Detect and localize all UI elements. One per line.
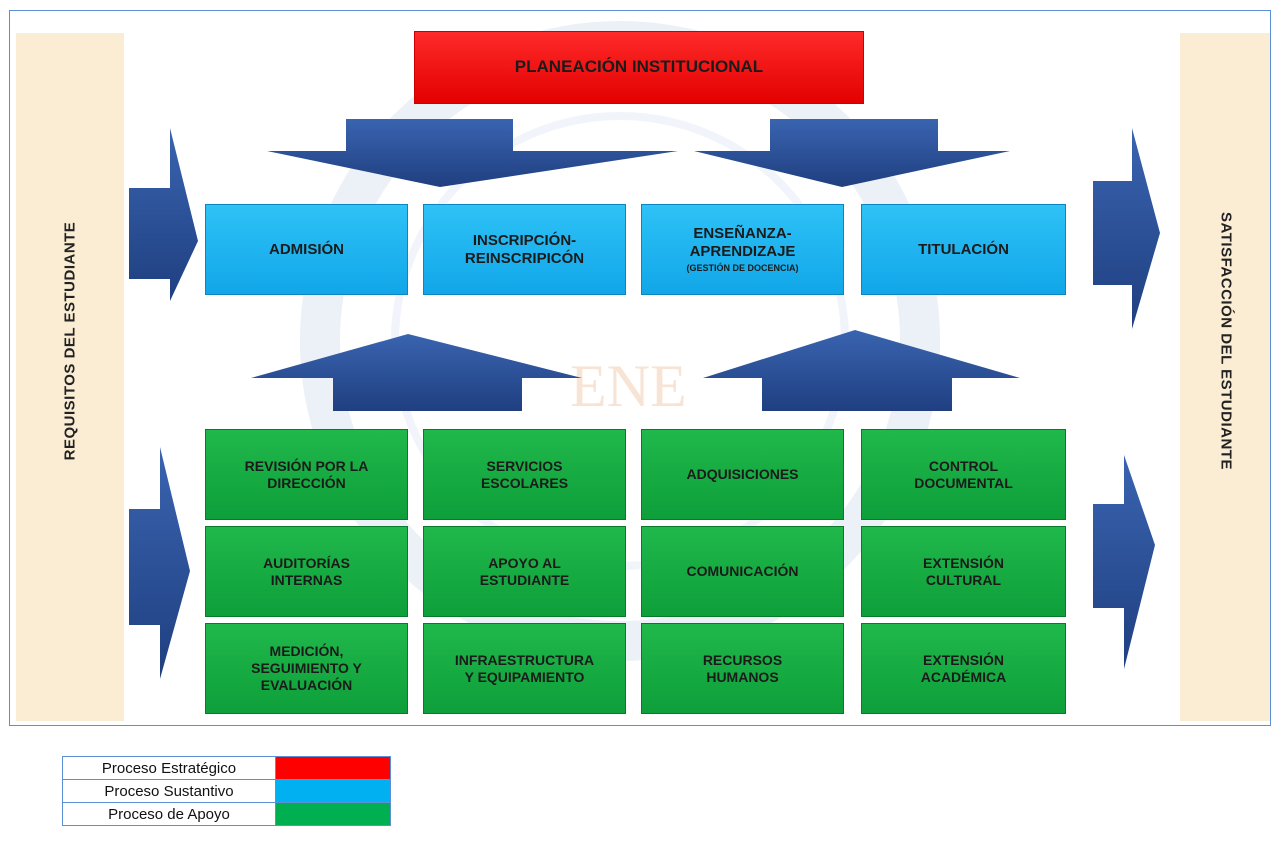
legend-row: Proceso Sustantivo: [62, 779, 391, 803]
process-substantive-inscripcion: INSCRIPCIÓN- REINSCRIPICÓN: [423, 204, 626, 295]
process-label: EXTENSIÓN: [923, 554, 1004, 571]
legend-swatch-strategic: [275, 756, 391, 780]
process-label: REVISIÓN POR LA: [244, 457, 369, 474]
legend-swatch-support: [275, 802, 391, 826]
process-label-line2: CULTURAL: [925, 571, 1002, 588]
process-label-line2: Y EQUIPAMIENTO: [464, 668, 585, 685]
strategic-label: PLANEACIÓN INSTITUCIONAL: [514, 57, 764, 77]
process-support-auditorias: AUDITORÍAS INTERNAS: [205, 526, 408, 617]
process-support-ext-cultural: EXTENSIÓN CULTURAL: [861, 526, 1066, 617]
up-arrow-right: [703, 330, 1020, 411]
process-support-adquisiciones: ADQUISICIONES: [641, 429, 844, 520]
process-substantive-titulacion: TITULACIÓN: [861, 204, 1066, 295]
process-note: (GESTIÓN DE DOCENCIA): [686, 263, 799, 274]
process-label: MEDICIÓN,: [269, 643, 344, 660]
process-substantive-admision: ADMISIÓN: [205, 204, 408, 295]
legend-row: Proceso Estratégico: [62, 756, 391, 780]
process-label: ADMISIÓN: [269, 240, 344, 258]
process-support-medicion: MEDICIÓN, SEGUIMIENTO Y EVALUACIÓN: [205, 623, 408, 714]
legend-table: Proceso Estratégico Proceso Sustantivo P…: [62, 756, 391, 826]
legend-swatch-substantive: [275, 779, 391, 803]
process-label-line2: SEGUIMIENTO Y: [251, 660, 362, 677]
process-substantive-ensenanza: ENSEÑANZA- APRENDIZAJE (GESTIÓN DE DOCEN…: [641, 204, 844, 295]
process-label: SERVICIOS: [486, 457, 563, 474]
watermark-letters: ENE: [570, 353, 687, 419]
up-arrow-left: [251, 334, 582, 411]
process-label: TITULACIÓN: [918, 240, 1009, 258]
left-side-panel: [16, 33, 124, 721]
process-label: EXTENSIÓN: [923, 651, 1004, 668]
process-label-line2: APRENDIZAJE: [689, 243, 796, 261]
process-label-line2: ESCOLARES: [480, 474, 569, 491]
process-label: COMUNICACIÓN: [686, 563, 799, 580]
process-support-control: CONTROL DOCUMENTAL: [861, 429, 1066, 520]
legend-label: Proceso de Apoyo: [62, 802, 276, 826]
process-label-line2: ESTUDIANTE: [479, 571, 570, 588]
process-label: CONTROL: [928, 457, 999, 474]
process-label: INSCRIPCIÓN-: [472, 231, 577, 249]
flow-arrows: [129, 119, 1160, 679]
process-support-ext-academica: EXTENSIÓN ACADÉMICA: [861, 623, 1066, 714]
down-arrow-right: [694, 119, 1010, 187]
process-support-infraestructura: INFRAESTRUCTURA Y EQUIPAMIENTO: [423, 623, 626, 714]
process-label-line2: HUMANOS: [706, 668, 779, 685]
process-label: RECURSOS: [702, 651, 783, 668]
legend-label: Proceso Estratégico: [62, 756, 276, 780]
process-label: ENSEÑANZA-: [693, 225, 792, 243]
process-label: AUDITORÍAS: [263, 554, 350, 571]
down-arrow-left: [267, 119, 678, 187]
process-support-servicios: SERVICIOS ESCOLARES: [423, 429, 626, 520]
right-side-panel: [1180, 33, 1270, 721]
process-label-line2: ACADÉMICA: [920, 668, 1007, 685]
process-label-line2: DOCUMENTAL: [914, 474, 1013, 491]
process-label-line3: EVALUACIÓN: [260, 676, 353, 693]
process-label-line2: INTERNAS: [270, 571, 343, 588]
process-map-frame: ENE REQUISITOS DEL ESTUDIANTE SATISFACCI…: [9, 10, 1271, 726]
process-label: APOYO AL: [488, 554, 561, 571]
process-label-line2: DIRECCIÓN: [267, 474, 346, 491]
left-arrow-top: [129, 128, 198, 301]
legend-label: Proceso Sustantivo: [62, 779, 276, 803]
process-label: ADQUISICIONES: [686, 466, 799, 483]
process-label-line2: REINSCRIPICÓN: [464, 249, 585, 267]
process-support-apoyo: APOYO AL ESTUDIANTE: [423, 526, 626, 617]
right-arrow-bottom: [1093, 455, 1155, 669]
left-arrow-bottom: [129, 447, 190, 679]
right-arrow-top: [1093, 128, 1160, 329]
process-support-revision: REVISIÓN POR LA DIRECCIÓN: [205, 429, 408, 520]
process-support-comunicacion: COMUNICACIÓN: [641, 526, 844, 617]
process-label: INFRAESTRUCTURA: [454, 651, 595, 668]
legend-row: Proceso de Apoyo: [62, 802, 391, 826]
process-strategic-planeacion: PLANEACIÓN INSTITUCIONAL: [414, 31, 864, 104]
process-support-recursos: RECURSOS HUMANOS: [641, 623, 844, 714]
